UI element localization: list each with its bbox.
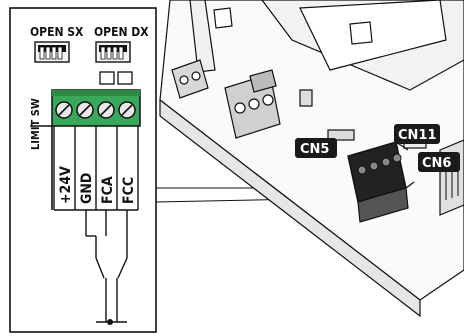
- dip-switch-open-sx[interactable]: [34, 41, 70, 63]
- tag-cn6: CN6: [418, 152, 460, 172]
- detail-panel-border: [9, 7, 157, 333]
- pcb-terminal-large: [224, 69, 281, 139]
- open-dx-label: OPEN DX: [94, 25, 149, 39]
- pcb-connector-cn[interactable]: [347, 141, 415, 223]
- status-led-pair: [99, 71, 133, 85]
- pin-label-gnd: GND: [79, 173, 95, 204]
- limit-sw-terminal-block: [51, 89, 141, 127]
- terminal-screw-2[interactable]: [76, 101, 94, 119]
- terminal-screw-4[interactable]: [118, 101, 136, 119]
- detail-panel: OPEN SX OPEN DX: [9, 7, 157, 333]
- dip-switch-open-dx[interactable]: [95, 41, 131, 63]
- common-junction-dot: [107, 319, 113, 325]
- pin-label-columns: [53, 126, 139, 211]
- pcb-terminal-small: [171, 59, 209, 99]
- tag-cn5: CN5: [295, 138, 337, 158]
- svg-text:CN11: CN11: [398, 128, 437, 143]
- terminal-screw-3[interactable]: [97, 101, 115, 119]
- pin-label-fca: FCA: [100, 176, 116, 204]
- pin-label-fcc: FCC: [121, 177, 137, 204]
- pin-label-24v: +24V: [58, 166, 74, 204]
- open-sx-label: OPEN SX: [30, 25, 84, 39]
- svg-text:CN5: CN5: [300, 142, 329, 157]
- terminal-screw-1[interactable]: [55, 101, 73, 119]
- limit-sw-label: LIMIT SW: [29, 98, 42, 150]
- svg-text:CN6: CN6: [422, 156, 451, 171]
- tag-cn11: CN11: [394, 124, 440, 144]
